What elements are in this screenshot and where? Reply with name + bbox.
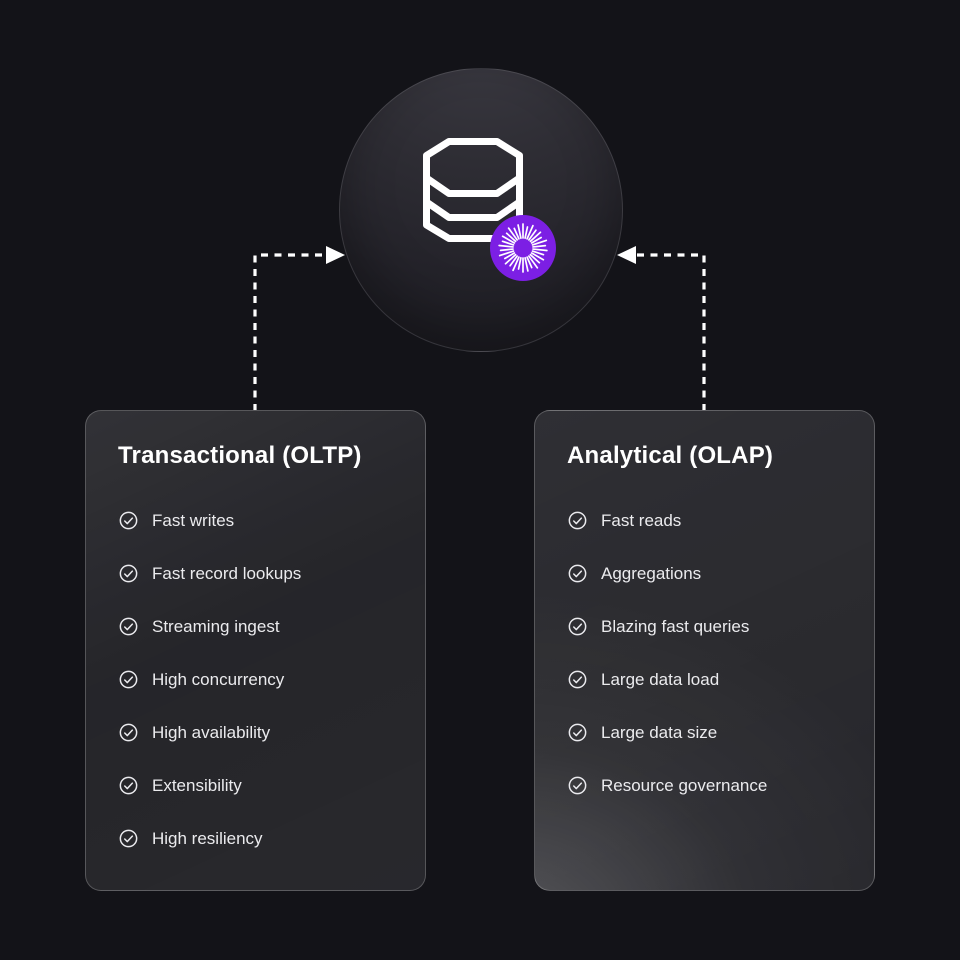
feature-label: Fast record lookups — [152, 564, 302, 583]
starburst-icon — [498, 223, 548, 273]
list-item: Large data load — [567, 667, 842, 692]
starburst-badge — [490, 215, 556, 281]
check-circle-icon — [118, 669, 139, 690]
list-item: Aggregations — [567, 561, 842, 586]
check-circle-icon — [118, 616, 139, 637]
check-circle-icon — [567, 563, 588, 584]
arrow-right-icon — [326, 246, 345, 264]
list-item: Resource governance — [567, 773, 842, 798]
list-item: Fast record lookups — [118, 561, 393, 586]
feature-label: High availability — [152, 723, 271, 742]
feature-label: Large data load — [601, 670, 720, 689]
hero-circle — [339, 68, 623, 352]
olap-card: Analytical (OLAP) Fast reads Aggregation… — [534, 410, 875, 891]
check-circle-icon — [118, 510, 139, 531]
arrow-left-icon — [617, 246, 636, 264]
list-item: High availability — [118, 720, 393, 745]
feature-label: Fast writes — [152, 511, 235, 530]
feature-label: High resiliency — [152, 829, 263, 848]
list-item: High concurrency — [118, 667, 393, 692]
olap-feature-list: Fast reads Aggregations Blazing fast que… — [567, 508, 842, 798]
feature-label: Blazing fast queries — [601, 617, 750, 636]
check-circle-icon — [118, 775, 139, 796]
list-item: Fast writes — [118, 508, 393, 533]
olap-card-title: Analytical (OLAP) — [567, 442, 774, 469]
check-circle-icon — [567, 775, 588, 796]
check-circle-icon — [567, 669, 588, 690]
oltp-feature-list: Fast writes Fast record lookups Streamin… — [118, 508, 393, 851]
list-item: Extensibility — [118, 773, 393, 798]
feature-label: Fast reads — [601, 511, 682, 530]
feature-label: Aggregations — [601, 564, 702, 583]
list-item: High resiliency — [118, 826, 393, 851]
list-item: Fast reads — [567, 508, 842, 533]
check-circle-icon — [567, 722, 588, 743]
check-circle-icon — [118, 828, 139, 849]
oltp-card: Transactional (OLTP) Fast writes Fast re… — [85, 410, 426, 891]
list-item: Streaming ingest — [118, 614, 393, 639]
oltp-connector-line — [253, 253, 325, 411]
badge-circle — [490, 215, 556, 281]
oltp-card-title: Transactional (OLTP) — [118, 442, 362, 469]
feature-label: Resource governance — [601, 776, 768, 795]
check-circle-icon — [118, 563, 139, 584]
feature-label: Large data size — [601, 723, 718, 742]
check-circle-icon — [118, 722, 139, 743]
check-circle-icon — [567, 616, 588, 637]
olap-connector-line — [637, 253, 706, 411]
list-item: Blazing fast queries — [567, 614, 842, 639]
feature-label: High concurrency — [152, 670, 285, 689]
feature-label: Extensibility — [152, 776, 242, 795]
check-circle-icon — [567, 510, 588, 531]
feature-label: Streaming ingest — [152, 617, 280, 636]
list-item: Large data size — [567, 720, 842, 745]
